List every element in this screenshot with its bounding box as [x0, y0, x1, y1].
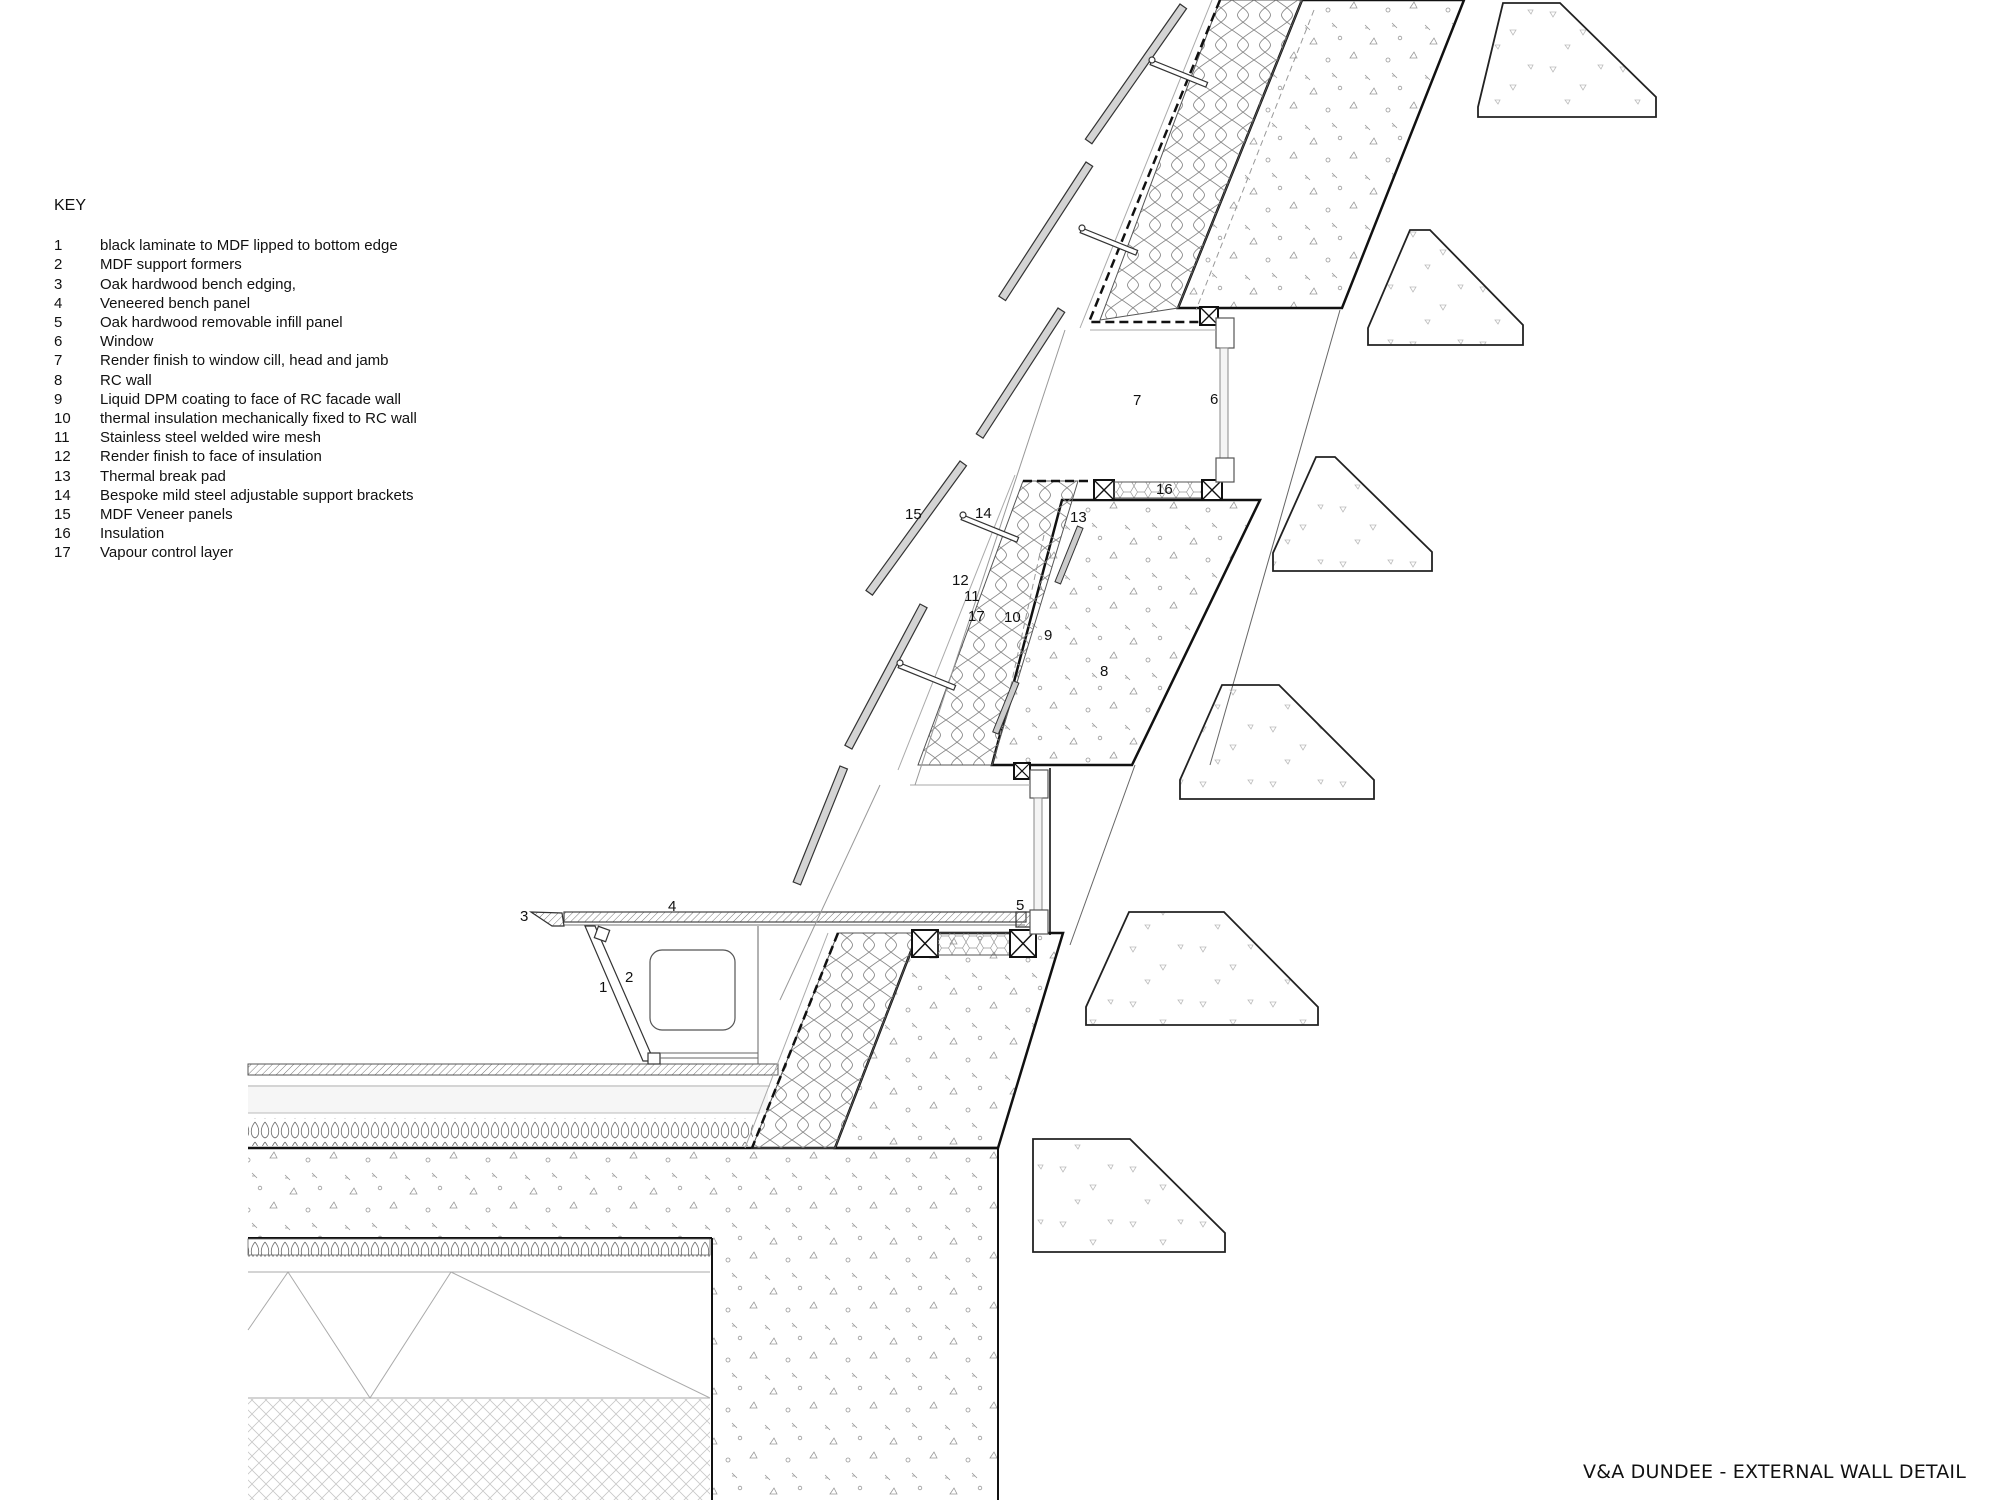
- callout-8: 8: [1100, 663, 1108, 680]
- basement-section: [247, 1238, 711, 1500]
- rc-wall-upper: [1079, 0, 1466, 329]
- key-number: 3: [54, 275, 63, 293]
- callout-11: 11: [964, 588, 980, 605]
- key-item: 7 Render finish to window cill, head and …: [54, 351, 417, 370]
- callout-5: 5: [1016, 897, 1024, 914]
- callout-3: 3: [520, 908, 528, 925]
- key-description: Render finish to window cill, head and j…: [100, 352, 389, 370]
- key-number: 13: [54, 467, 71, 485]
- key-number: 7: [54, 352, 63, 370]
- key-legend: KEY 1 black laminate to MDF lipped to bot…: [54, 196, 417, 563]
- key-item: 11 Stainless steel welded wire mesh: [54, 428, 417, 447]
- key-number: 4: [54, 294, 63, 312]
- key-description: Render finish to face of insulation: [100, 448, 322, 466]
- key-item: 3 Oak hardwood bench edging,: [54, 275, 417, 294]
- key-number: 14: [54, 486, 71, 504]
- key-number: 10: [54, 410, 71, 428]
- key-description: Liquid DPM coating to face of RC facade …: [100, 390, 401, 408]
- rc-wall-lower: [744, 929, 1065, 1150]
- key-item: 13 Thermal break pad: [54, 467, 417, 486]
- key-number: 16: [54, 525, 71, 543]
- key-number: 9: [54, 390, 63, 408]
- key-item: 6 Window: [54, 332, 417, 351]
- key-item: 4 Veneered bench panel: [54, 294, 417, 313]
- key-description: MDF support formers: [100, 256, 242, 274]
- key-item: 16 Insulation: [54, 524, 417, 543]
- window-upper: [1215, 317, 1235, 483]
- callout-10: 10: [1004, 609, 1021, 626]
- key-item: 5 Oak hardwood removable infill panel: [54, 313, 417, 332]
- callout-16: 16: [1156, 481, 1173, 498]
- callout-7: 7: [1133, 392, 1141, 409]
- key-description: Thermal break pad: [100, 467, 226, 485]
- key-item: 12 Render finish to face of insulation: [54, 447, 417, 466]
- key-description: MDF Veneer panels: [100, 506, 233, 524]
- key-description: Vapour control layer: [100, 544, 234, 562]
- key-item: 2 MDF support formers: [54, 255, 417, 274]
- key-item: 14 Bespoke mild steel adjustable support …: [54, 486, 417, 505]
- key-number: 5: [54, 314, 63, 332]
- key-description: RC wall: [100, 371, 152, 389]
- bench: [528, 911, 1033, 1065]
- callout-15: 15: [905, 506, 922, 523]
- callout-2: 2: [625, 969, 633, 986]
- key-item: 9 Liquid DPM coating to face of RC facade…: [54, 390, 417, 409]
- callout-12: 12: [952, 572, 969, 589]
- callout-4: 4: [668, 898, 676, 915]
- callout-13: 13: [1070, 509, 1087, 526]
- callout-6: 6: [1210, 391, 1218, 408]
- callout-17: 17: [968, 608, 985, 625]
- floor-buildup: [247, 1063, 779, 1146]
- key-number: 2: [54, 256, 63, 274]
- key-item: 17 Vapour control layer: [54, 543, 417, 562]
- veneer-panels: [792, 3, 1188, 886]
- callout-14: 14: [975, 505, 992, 522]
- precast-panels: [1032, 2, 1657, 1253]
- support-brackets: [896, 56, 1209, 691]
- key-number: 8: [54, 371, 63, 389]
- key-description: Bespoke mild steel adjustable support br…: [100, 486, 414, 504]
- key-description: Insulation: [100, 525, 165, 543]
- key-item: 15 MDF Veneer panels: [54, 505, 417, 524]
- key-number: 15: [54, 506, 71, 524]
- key-description: black laminate to MDF lipped to bottom e…: [100, 237, 398, 255]
- key-description: Oak hardwood bench edging,: [100, 275, 296, 293]
- key-description: Window: [100, 333, 154, 351]
- key-number: 1: [54, 237, 63, 255]
- key-number: 6: [54, 333, 63, 351]
- key-description: Stainless steel welded wire mesh: [100, 429, 321, 447]
- callout-1: 1: [599, 979, 607, 996]
- key-number: 17: [54, 544, 71, 562]
- callout-9: 9: [1044, 627, 1052, 644]
- key-title: KEY: [54, 197, 87, 214]
- key-description: thermal insulation mechanically fixed to…: [100, 410, 417, 428]
- key-item: 10 thermal insulation mechanically fixed …: [54, 409, 417, 428]
- key-description: Oak hardwood removable infill panel: [100, 314, 343, 332]
- drawing-title: V&A DUNDEE - EXTERNAL WALL DETAIL: [1583, 1461, 1967, 1483]
- key-number: 11: [54, 429, 70, 447]
- rc-wall-middle: [897, 474, 1262, 780]
- callouts: 1 2 3 4 5 6 7 8 9 10 11 12 13 14 15 16 1…: [520, 391, 1218, 996]
- key-item: 8 RC wall: [54, 371, 417, 390]
- window-lower: [1029, 768, 1051, 935]
- key-item: 1 black laminate to MDF lipped to bottom …: [54, 236, 417, 255]
- key-description: Veneered bench panel: [100, 294, 251, 312]
- key-number: 12: [54, 448, 71, 466]
